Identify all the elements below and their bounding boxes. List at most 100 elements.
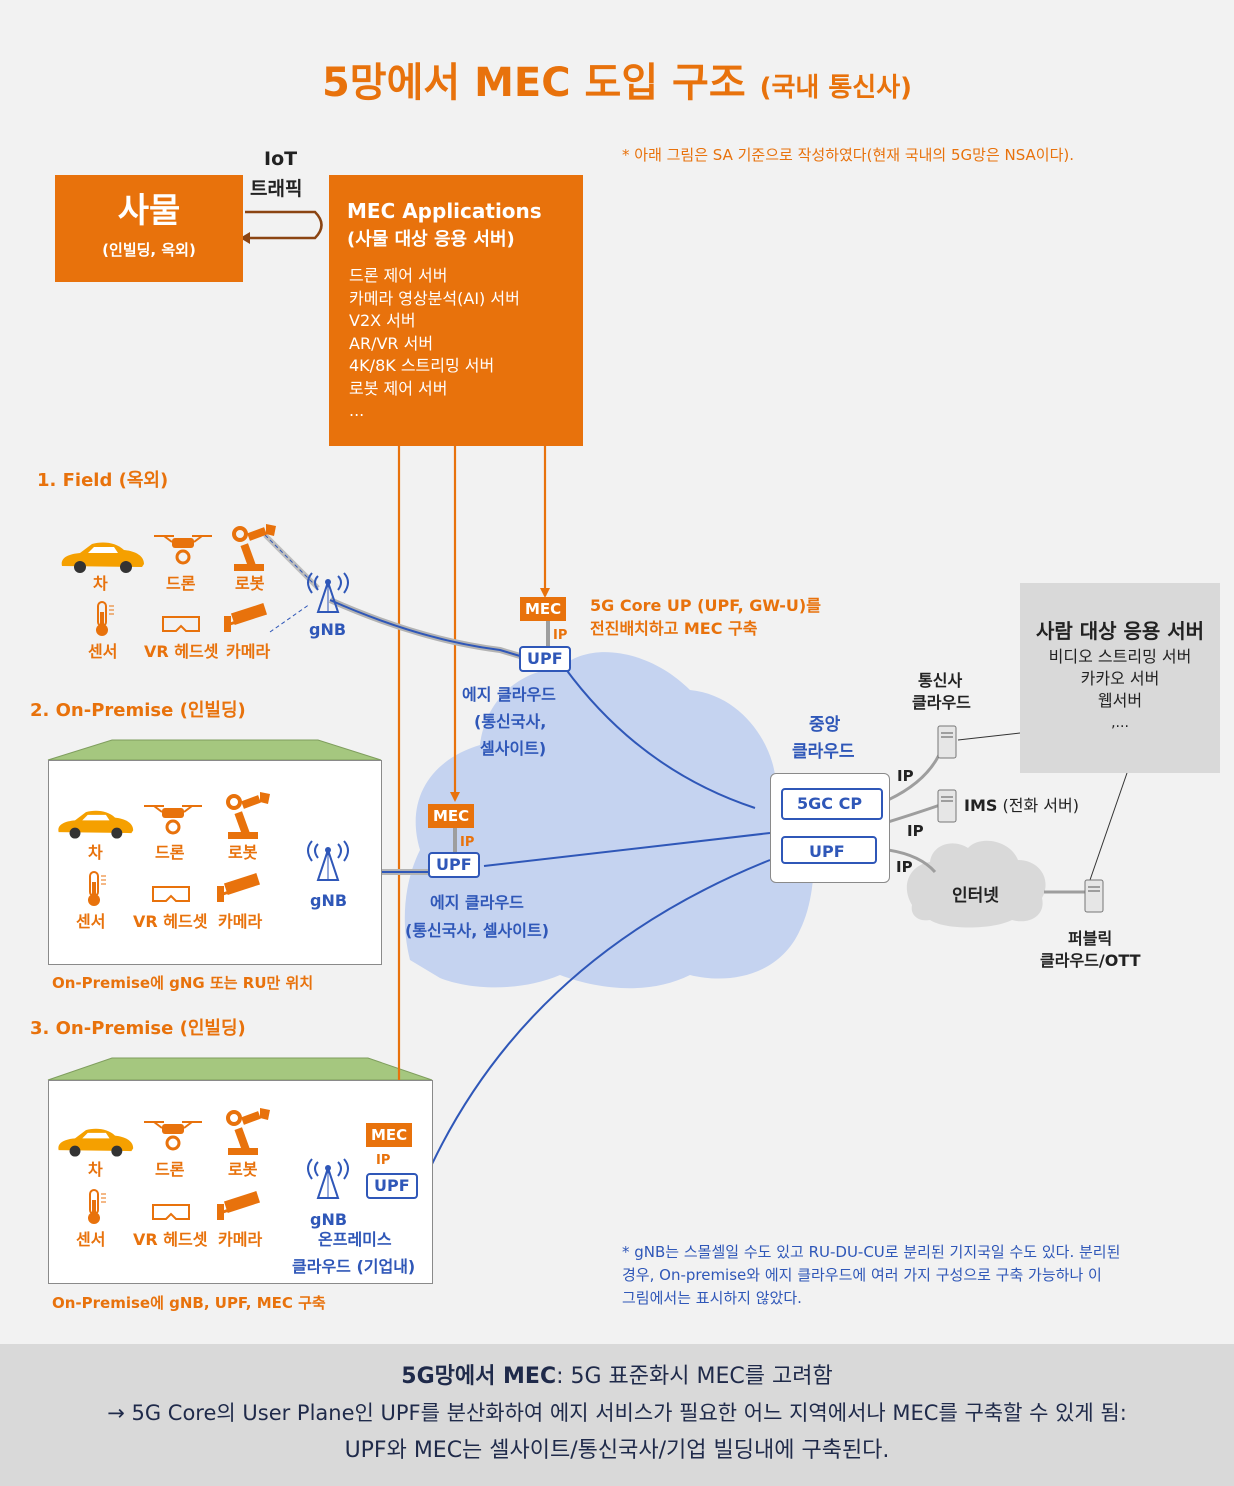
label-drone: 드론 [166, 574, 196, 593]
mec-app-item: 4K/8K 스트리밍 서버 [349, 356, 495, 375]
onprem-cloud-label-1: 온프레미스 [318, 1230, 392, 1249]
central-core-server: 5GC CP UPF [770, 773, 890, 883]
internet-label: 인터넷 [952, 886, 999, 906]
thing-sub: (인빌딩, 옥외) [102, 241, 196, 259]
mec-app-item: V2X 서버 [349, 311, 416, 330]
footer-line-1-bold: 5G망에서 MEC [401, 1364, 557, 1389]
vr-headset-icon [150, 884, 192, 910]
vr-headset-icon [160, 614, 202, 640]
vr-headset-icon [150, 1202, 192, 1228]
label-vr: VR 헤드셋 [133, 912, 208, 931]
car-icon [55, 808, 135, 844]
ims-label: IMS (전화 서버) [964, 796, 1079, 815]
mec-apps-subtitle: (사물 대상 응용 서버) [347, 229, 515, 250]
onprem-cloud-label-2: 클라우드 (기업내) [292, 1257, 416, 1276]
label-car: 차 [93, 574, 108, 593]
section-3-caption: On-Premise에 gNB, UPF, MEC 구축 [52, 1294, 326, 1312]
mec-app-item: 카메라 영상분석(AI) 서버 [349, 288, 520, 308]
label-car: 차 [88, 843, 103, 862]
footer-line-1: 5G망에서 MEC: 5G 표준화시 MEC를 고려함 [0, 1358, 1234, 1395]
ip-label: IP [460, 835, 475, 850]
footer-summary: 5G망에서 MEC: 5G 표준화시 MEC를 고려함 → 5G Core의 U… [0, 1344, 1234, 1486]
footer-line-2: → 5G Core의 User Plane인 UPF를 분산화하여 에지 서비스… [107, 1401, 1127, 1425]
mec-app-item: ... [349, 401, 365, 420]
ip-label: IP [897, 767, 914, 785]
gnb-note-line-3: 그림에서는 표시하지 않았다. [622, 1289, 802, 1307]
title-main: 5망에서 MEC 도입 구조 [321, 60, 746, 106]
human-server-item: ,... [1111, 715, 1129, 731]
label-camera: 카메라 [226, 642, 271, 661]
building-roof-3 [47, 1057, 433, 1081]
thing-box: 사물 (인빌딩, 옥외) [55, 175, 243, 282]
gnb-note-line-1: * gNB는 스몰셀일 수도 있고 RU-DU-CU로 분리된 기지국일 수도 … [622, 1243, 1121, 1261]
label-gnb: gNB [310, 891, 348, 910]
ims-desc: (전화 서버) [1002, 796, 1079, 815]
mec-apps-title: MEC Applications [347, 199, 542, 223]
core-up-note-2: 전진배치하고 MEC 구축 [590, 619, 758, 638]
thermometer-icon [84, 1188, 108, 1230]
central-cloud-label-1: 중앙 [809, 715, 841, 735]
upf-chip-edge: UPF [428, 852, 480, 878]
car-icon [55, 1126, 135, 1162]
edge-cloud-1-label-3: 셀사이트) [480, 739, 547, 758]
car-icon [58, 540, 146, 578]
label-drone: 드론 [155, 1160, 185, 1179]
camera-icon [222, 602, 270, 640]
human-server-item: 웹서버 [1097, 691, 1143, 710]
ims-name: IMS [964, 796, 998, 815]
ip-label: IP [896, 858, 913, 876]
building-2 [48, 760, 382, 965]
section-3-title: 3. On-Premise (인빌딩) [30, 1018, 246, 1039]
mec-chip-onprem: MEC [366, 1123, 413, 1147]
section-1-title: 1. Field (옥외) [37, 470, 169, 491]
ip-label: IP [553, 628, 568, 643]
label-vr: VR 헤드셋 [133, 1230, 208, 1249]
public-cloud-label-2: 클라우드/OTT [1040, 951, 1141, 970]
mec-app-item: 로봇 제어 서버 [349, 378, 448, 398]
label-robot: 로봇 [235, 574, 265, 593]
label-robot: 로봇 [228, 1160, 258, 1179]
core-up-note-1: 5G Core UP (UPF, GW-U)를 [590, 596, 821, 615]
robot-icon [220, 790, 274, 844]
label-camera: 카메라 [218, 1230, 263, 1249]
mec-chip-field: MEC [520, 597, 567, 621]
mec-app-item: AR/VR 서버 [349, 333, 434, 353]
iot-label-1: IoT [264, 148, 298, 170]
camera-icon [215, 1190, 263, 1228]
human-server-item: 카카오 서버 [1080, 669, 1160, 688]
human-app-servers-box: 사람 대상 응용 서버 비디오 스트리밍 서버 카카오 서버 웹서버 ,... [1020, 583, 1220, 773]
footer-line-1-rest: : 5G 표준화시 MEC를 고려함 [556, 1364, 833, 1389]
mec-app-item: 드론 제어 서버 [349, 266, 448, 285]
5gc-cp-box: 5GC CP [781, 788, 883, 820]
camera-icon [215, 872, 263, 910]
mec-apps-list: 드론 제어 서버 카메라 영상분석(AI) 서버 V2X 서버 AR/VR 서버… [349, 265, 520, 423]
label-robot: 로봇 [228, 843, 258, 862]
edge-cloud-shape [404, 652, 814, 989]
label-drone: 드론 [155, 843, 185, 862]
mec-chip-edge: MEC [428, 804, 475, 828]
thing-title: 사물 [117, 191, 181, 231]
iot-label-2: 트래픽 [250, 178, 303, 200]
ip-label: IP [907, 822, 924, 840]
public-cloud-label-1: 퍼블릭 [1068, 929, 1113, 948]
label-sensor: 센서 [76, 1230, 106, 1249]
upf-chip-onprem: UPF [366, 1173, 418, 1199]
title-sub: (국내 통신사) [759, 73, 913, 103]
edge-cloud-2-label-1: 에지 클라우드 [430, 893, 524, 912]
section-2-title: 2. On-Premise (인빌딩) [30, 700, 246, 721]
note-top: * 아래 그림은 SA 기준으로 작성하였다(현재 국내의 5G망은 NSA이다… [622, 146, 1075, 164]
ip-label: IP [376, 1153, 391, 1168]
public-cloud-server-icon [1084, 879, 1104, 913]
central-cloud-label-2: 클라우드 [792, 742, 855, 762]
section-2-caption: On-Premise에 gNG 또는 RU만 위치 [52, 974, 314, 992]
robot-icon [220, 1106, 274, 1160]
label-car: 차 [88, 1160, 103, 1179]
label-sensor: 센서 [88, 642, 118, 661]
ims-server-icon [937, 789, 957, 823]
drone-icon [150, 530, 216, 574]
human-servers-title: 사람 대상 응용 서버 [1035, 619, 1205, 643]
thermometer-icon [92, 600, 116, 642]
drone-icon [140, 800, 206, 844]
